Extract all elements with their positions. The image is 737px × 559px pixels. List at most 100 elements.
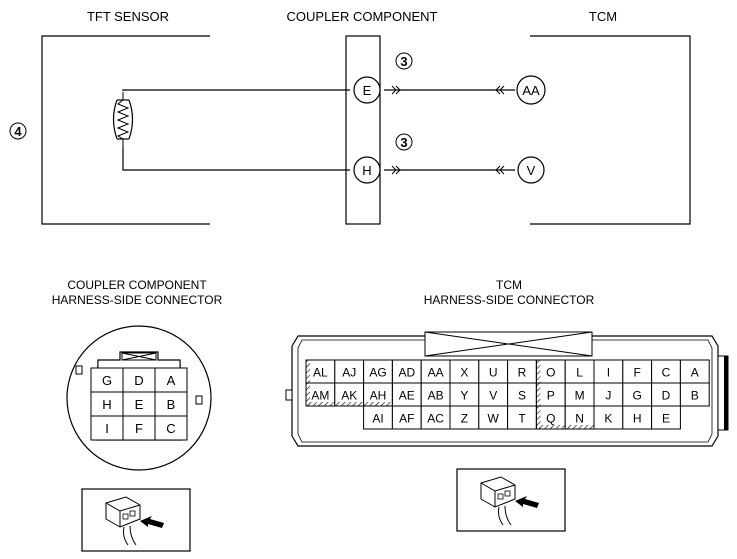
tcm-pin-cell: AJ <box>334 359 365 384</box>
svg-text:E: E <box>135 397 144 412</box>
svg-text:AF: AF <box>399 412 414 426</box>
svg-text:P: P <box>547 389 555 403</box>
coupler-pin-cell: F <box>122 415 156 441</box>
tcm-pin-cell: I <box>593 359 624 384</box>
tcm-box <box>530 35 691 225</box>
svg-text:AE: AE <box>399 389 415 403</box>
tcm-pin-cell: Z <box>449 405 480 430</box>
tcm-pin-cell: P <box>535 382 566 407</box>
tcm-pin-cell: C <box>651 359 681 384</box>
tcm-pin-cell: U <box>478 359 509 384</box>
tcm-pin-cell: AB <box>420 382 451 407</box>
svg-text:C: C <box>166 421 175 436</box>
tcm-pin-cell: V <box>478 382 509 407</box>
tcm-pin-cell: AD <box>391 359 422 384</box>
tcm-pin-cell: G <box>622 382 653 407</box>
coupler-pin-cell: B <box>154 391 188 417</box>
svg-text:K: K <box>604 412 612 426</box>
svg-text:L: L <box>576 366 583 380</box>
tcm-pin-cell: O <box>535 359 566 384</box>
wire-top-left <box>122 89 350 91</box>
callout-wire-bottom: 3 <box>395 133 413 151</box>
tcm-connector-title-1: TCM <box>496 278 522 292</box>
coupler-pin-cell: C <box>154 415 188 441</box>
chevrons-top <box>391 85 505 95</box>
svg-text:AA: AA <box>522 83 540 98</box>
tcm-pin-cell: AL <box>305 359 336 384</box>
svg-text:T: T <box>518 412 526 426</box>
svg-text:Z: Z <box>461 412 468 426</box>
coupler-component-heading: COUPLER COMPONENT <box>287 9 438 24</box>
svg-text:U: U <box>489 366 498 380</box>
svg-text:AH: AH <box>370 389 387 403</box>
tcm-pin-cell: AH <box>363 382 393 407</box>
svg-text:E: E <box>363 83 372 98</box>
tcm-pin-cell: D <box>651 382 681 407</box>
tcm-view-icon <box>456 468 566 532</box>
tcm-pin-cell: M <box>564 382 595 407</box>
coupler-pin-cell: G <box>90 367 124 393</box>
svg-text:X: X <box>460 366 468 380</box>
coupler-pin-cell: E <box>122 391 156 417</box>
svg-text:I: I <box>607 366 610 380</box>
svg-text:AG: AG <box>369 366 386 380</box>
tcm-pin-cell: J <box>593 382 624 407</box>
svg-text:AI: AI <box>372 412 383 426</box>
tft-sensor-heading: TFT SENSOR <box>87 9 169 24</box>
tcm-pin-cell: AG <box>363 359 393 384</box>
coupler-view-icon <box>81 488 191 552</box>
svg-text:AB: AB <box>428 389 444 403</box>
svg-text:N: N <box>575 412 584 426</box>
svg-text:G: G <box>633 389 642 403</box>
svg-text:3: 3 <box>400 54 407 69</box>
tcm-pin-cell: F <box>622 359 653 384</box>
svg-text:D: D <box>662 389 671 403</box>
wire-bottom-left <box>122 148 350 171</box>
svg-text:H: H <box>362 163 371 178</box>
svg-text:B: B <box>167 397 176 412</box>
coupler-connector-title-2: HARNESS-SIDE CONNECTOR <box>52 293 223 307</box>
svg-text:I: I <box>105 421 109 436</box>
coupler-connector-title-1: COUPLER COMPONENT <box>67 278 207 292</box>
callout-wire-top: 3 <box>395 52 413 70</box>
coupler-pin-bottom: H <box>353 156 381 184</box>
tcm-pin-cell: AE <box>391 382 422 407</box>
svg-text:Q: Q <box>546 412 555 426</box>
svg-text:H: H <box>102 397 111 412</box>
svg-text:4: 4 <box>14 124 22 139</box>
coupler-pin-cell: D <box>122 367 156 393</box>
svg-text:A: A <box>691 366 699 380</box>
tcm-pin-cell: K <box>593 405 624 430</box>
tcm-pin-cell: L <box>564 359 595 384</box>
svg-text:AM: AM <box>311 389 329 403</box>
svg-text:AJ: AJ <box>342 366 356 380</box>
coupler-pin-cell: I <box>90 415 124 441</box>
tcm-pin-cell: R <box>507 359 537 384</box>
svg-text:V: V <box>489 389 497 403</box>
svg-text:Y: Y <box>460 389 468 403</box>
tcm-pin-cell: T <box>507 405 537 430</box>
callout-sensor: 4 <box>9 122 27 140</box>
tcm-pin-bottom: V <box>517 156 545 184</box>
tcm-pin-cell: X <box>449 359 480 384</box>
tcm-pin-cell: AF <box>391 405 422 430</box>
svg-text:E: E <box>662 412 670 426</box>
coupler-pin-cell: A <box>154 367 188 393</box>
svg-text:AL: AL <box>313 366 328 380</box>
tcm-heading: TCM <box>589 9 617 24</box>
coupler-component-body <box>345 35 381 225</box>
tcm-pin-cell: S <box>507 382 537 407</box>
thermistor-symbol <box>112 92 134 148</box>
tcm-pin-cell: W <box>478 405 509 430</box>
tcm-pin-cell: AA <box>420 359 451 384</box>
svg-text:G: G <box>102 373 112 388</box>
svg-text:3: 3 <box>400 135 407 150</box>
tcm-pin-cell: H <box>622 405 653 430</box>
tcm-pin-cell: Y <box>449 382 480 407</box>
svg-text:D: D <box>134 373 143 388</box>
tcm-hatched-outlines <box>305 359 595 430</box>
svg-text:A: A <box>167 373 176 388</box>
svg-text:S: S <box>518 389 526 403</box>
svg-text:B: B <box>691 389 699 403</box>
